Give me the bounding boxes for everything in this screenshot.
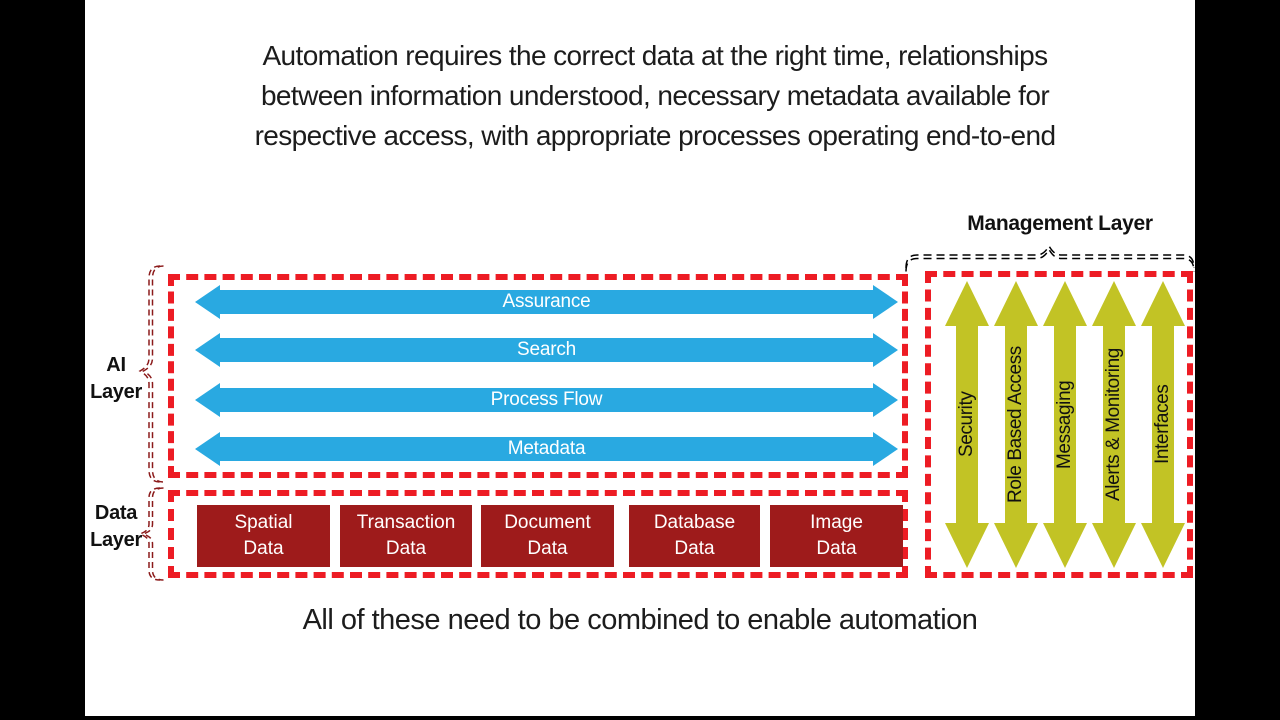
ai-arrow-search: Search — [195, 333, 898, 367]
data-box-transaction: Transaction Data — [340, 505, 472, 567]
arrow-head-down — [1092, 523, 1136, 568]
left-letterbox-bar — [0, 0, 85, 720]
data-layer-box — [168, 490, 908, 578]
mgmt-arrow-security: Security — [945, 281, 989, 568]
arrow-head-down — [1043, 523, 1087, 568]
arrow-label: Metadata — [507, 438, 586, 459]
arrow-label: Alerts & Monitoring — [1103, 348, 1124, 501]
arrow-head-right — [873, 383, 898, 417]
bottom-caption: All of these need to be combined to enab… — [302, 604, 978, 636]
arrow-head-left — [195, 383, 220, 417]
arrow-head-right — [873, 333, 898, 367]
management-layer-box — [925, 271, 1193, 578]
arrow-label: Messaging — [1054, 380, 1075, 469]
management-layer-label: Management Layer — [967, 212, 1153, 235]
data-layer-brace — [138, 487, 164, 581]
arrow-body: Assurance — [219, 290, 874, 314]
arrow-head-right — [873, 285, 898, 319]
data-box-image: Image Data — [770, 505, 903, 567]
arrow-head-left — [195, 333, 220, 367]
arrow-head-up — [945, 281, 989, 326]
arrow-label: Role Based Access — [1005, 346, 1026, 503]
arrow-head-down — [945, 523, 989, 568]
arrow-head-up — [994, 281, 1038, 326]
arrow-head-left — [195, 285, 220, 319]
ai-layer-brace — [138, 265, 164, 483]
ai-arrow-metadata: Metadata — [195, 432, 898, 466]
arrow-label: Process Flow — [490, 389, 603, 410]
bottom-letterbox-bar — [0, 716, 1280, 720]
arrow-head-up — [1043, 281, 1087, 326]
arrow-label: Assurance — [502, 291, 591, 312]
arrow-label: Security — [956, 391, 977, 458]
arrow-head-down — [1141, 523, 1185, 568]
arrow-head-right — [873, 432, 898, 466]
arrow-body — [1005, 326, 1027, 523]
mgmt-arrow-alerts-monitoring: Alerts & Monitoring — [1092, 281, 1136, 568]
arrow-head-left — [195, 432, 220, 466]
arrow-body: Metadata — [219, 437, 874, 461]
arrow-body — [1152, 326, 1174, 523]
data-box-database: Database Data — [629, 505, 760, 567]
arrow-body: Process Flow — [219, 388, 874, 412]
ai-layer-box — [168, 274, 908, 478]
slide-title: Automation requires the correct data at … — [254, 40, 1056, 151]
arrow-body: Search — [219, 338, 874, 362]
data-box-document: Document Data — [481, 505, 614, 567]
ai-arrow-process-flow: Process Flow — [195, 383, 898, 417]
arrow-head-down — [994, 523, 1038, 568]
mgmt-arrow-messaging: Messaging — [1043, 281, 1087, 568]
mgmt-arrow-role-based-access: Role Based Access — [994, 281, 1038, 568]
management-layer-brace — [905, 244, 1195, 272]
arrow-label: Search — [516, 339, 576, 360]
arrow-label: Interfaces — [1152, 384, 1173, 465]
arrow-head-up — [1141, 281, 1185, 326]
arrow-body — [1103, 326, 1125, 523]
ai-layer-label: AI Layer — [90, 354, 142, 403]
arrow-head-up — [1092, 281, 1136, 326]
arrow-body — [956, 326, 978, 523]
mgmt-arrow-interfaces: Interfaces — [1141, 281, 1185, 568]
data-box-spatial: Spatial Data — [197, 505, 330, 567]
arrow-body — [1054, 326, 1076, 523]
right-letterbox-bar — [1195, 0, 1280, 720]
data-layer-label: Data Layer — [90, 502, 142, 551]
ai-arrow-assurance: Assurance — [195, 285, 898, 319]
